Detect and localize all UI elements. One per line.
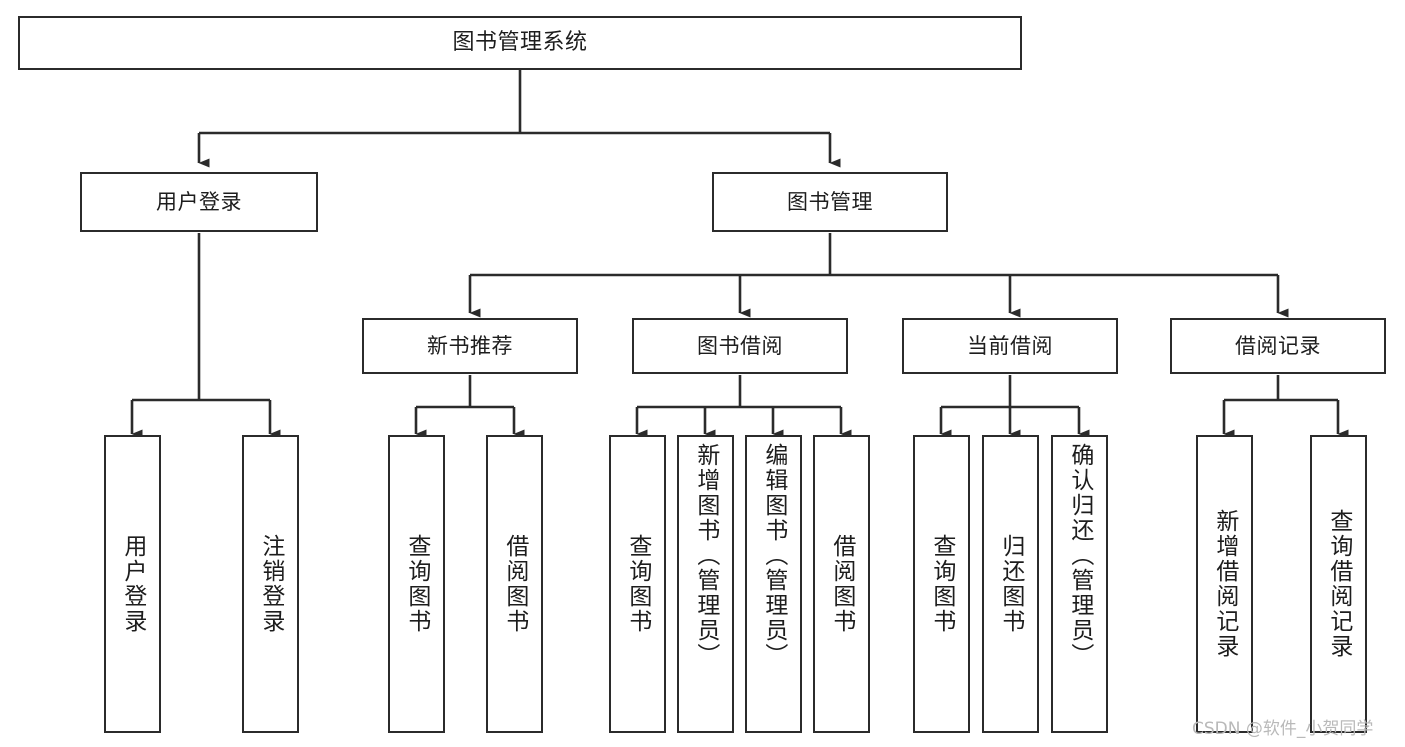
node-label: 图书管理系统 — [452, 30, 588, 55]
leaf-logout[interactable]: 注销登录 — [242, 435, 299, 733]
node-root-library-management-system[interactable]: 图书管理系统 — [18, 16, 1022, 70]
leaf-query-book-recommend[interactable]: 查询图书 — [388, 435, 445, 733]
node-new-book-recommendation[interactable]: 新书推荐 — [362, 318, 578, 374]
leaf-query-borrow-record[interactable]: 查询借阅记录 — [1310, 435, 1367, 733]
node-label: 查询图书 — [624, 534, 651, 634]
node-label: 图书借阅 — [697, 333, 783, 358]
node-label: 新书推荐 — [427, 333, 513, 358]
node-label: 借阅图书 — [501, 534, 528, 634]
node-book-management[interactable]: 图书管理 — [712, 172, 948, 232]
node-label: 用户登录 — [119, 534, 146, 634]
leaf-return-book[interactable]: 归还图书 — [982, 435, 1039, 733]
node-label: 当前借阅 — [967, 333, 1053, 358]
leaf-query-book-current[interactable]: 查询图书 — [913, 435, 970, 733]
csdn-watermark: CSDN @软件_小贺同学 — [1192, 719, 1374, 739]
node-borrowing-records[interactable]: 借阅记录 — [1170, 318, 1386, 374]
node-label: 新增借阅记录 — [1211, 509, 1238, 659]
leaf-borrow-book[interactable]: 借阅图书 — [813, 435, 870, 733]
node-label: 查询借阅记录 — [1325, 509, 1352, 659]
node-label: 归还图书 — [997, 534, 1024, 634]
leaf-borrow-book-recommend[interactable]: 借阅图书 — [486, 435, 543, 733]
node-label: 新增图书（管理员） — [692, 443, 719, 668]
node-label: 查询图书 — [403, 534, 430, 634]
node-label: 注销登录 — [257, 534, 284, 634]
leaf-add-borrow-record[interactable]: 新增借阅记录 — [1196, 435, 1253, 733]
node-current-borrowing[interactable]: 当前借阅 — [902, 318, 1118, 374]
node-label: 借阅图书 — [828, 534, 855, 634]
node-label: 确认归还（管理员） — [1066, 443, 1093, 668]
leaf-edit-book-admin[interactable]: 编辑图书（管理员） — [745, 435, 802, 733]
leaf-user-login[interactable]: 用户登录 — [104, 435, 161, 733]
node-book-borrowing[interactable]: 图书借阅 — [632, 318, 848, 374]
leaf-query-book-borrow[interactable]: 查询图书 — [609, 435, 666, 733]
node-label: 编辑图书（管理员） — [760, 443, 787, 668]
node-label: 用户登录 — [156, 189, 242, 214]
node-label: 借阅记录 — [1235, 333, 1321, 358]
node-label: 查询图书 — [928, 534, 955, 634]
node-label: 图书管理 — [787, 189, 873, 214]
leaf-confirm-return-admin[interactable]: 确认归还（管理员） — [1051, 435, 1108, 733]
leaf-add-book-admin[interactable]: 新增图书（管理员） — [677, 435, 734, 733]
node-user-login[interactable]: 用户登录 — [80, 172, 318, 232]
